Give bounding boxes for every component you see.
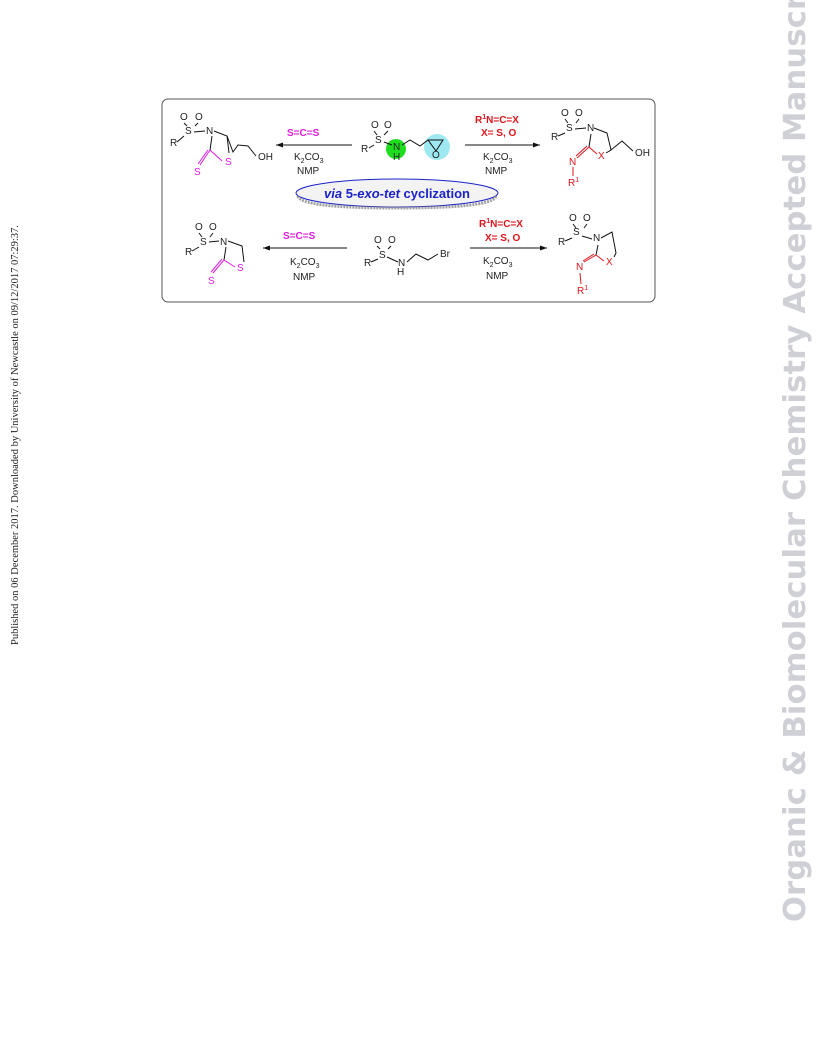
base-k2co3-bottom-right: K2CO3 [483, 256, 513, 269]
atom-n-imine: N [569, 157, 576, 168]
atom-o: O [583, 213, 591, 224]
atom-x: X [606, 257, 613, 268]
base-k2co3-bottom-left: K2CO3 [290, 257, 320, 270]
atom-br: Br [440, 249, 451, 260]
atom-oh: OH [635, 148, 650, 159]
atom-s: S [566, 123, 573, 134]
atom-s: S [200, 237, 207, 248]
atom-o: O [569, 213, 577, 224]
atom-n: N [398, 258, 405, 269]
atom-r1: R1 [577, 285, 588, 297]
atom-s: S [375, 135, 382, 146]
atom-s: S [573, 227, 580, 238]
atom-s: S [185, 126, 192, 137]
x-definition-bottom: X= S, O [485, 233, 521, 244]
nucleophile-highlight [386, 139, 406, 159]
atom-r1: R1 [568, 177, 579, 189]
atom-s-ring: S [237, 263, 244, 274]
banner-text: via 5-exo-tet cyclization [324, 186, 470, 201]
reagent-cs2-top: S=C=S [287, 128, 320, 139]
reagent-isocyanate-top: R1N=C=X [475, 114, 519, 126]
atom-o: O [371, 120, 379, 131]
solvent-nmp: NMP [297, 166, 320, 177]
atom-s-ring: S [225, 157, 232, 168]
atom-o: O [561, 108, 569, 119]
product-thione: O O S R N S S [185, 222, 245, 287]
atom-s: S [379, 250, 386, 261]
epoxide-sulfonamide: O O S R N H O [361, 120, 450, 163]
atom-o: O [388, 235, 396, 246]
atom-r: R [361, 144, 368, 155]
atom-n: N [587, 123, 594, 134]
product-imino: O O S R N X N R1 [558, 213, 617, 297]
atom-n: N [220, 237, 227, 248]
cyclization-banner: via 5-exo-tet cyclization [295, 178, 499, 210]
atom-o: O [180, 112, 188, 123]
atom-o: O [209, 222, 217, 233]
solvent-nmp: NMP [485, 166, 508, 177]
reagent-isocyanate-bottom: R1N=C=X [479, 218, 523, 230]
atom-r: R [558, 237, 565, 248]
atom-r: R [551, 132, 558, 143]
atom-o: O [432, 150, 440, 161]
atom-oh: OH [258, 152, 273, 163]
atom-s-thione: S [208, 276, 215, 287]
arrowhead [533, 142, 540, 148]
product-imino-hydroxymethyl: O O S R N X N R1 OH [551, 108, 650, 189]
atom-r: R [364, 258, 371, 269]
atom-n: N [393, 142, 400, 153]
banner-oval [295, 178, 499, 208]
arrowhead [263, 245, 270, 251]
arrowhead [540, 245, 547, 251]
product-thione-hydroxymethyl: O O S R N S S OH [170, 112, 273, 178]
atom-h: H [397, 267, 404, 278]
atom-n: N [206, 126, 213, 137]
solvent-nmp: NMP [293, 272, 316, 283]
atom-o: O [195, 222, 203, 233]
atom-h: H [393, 152, 400, 163]
reagent-cs2-bottom: S=C=S [283, 231, 316, 242]
atom-n: N [593, 233, 600, 244]
base-k2co3-top-right: K2CO3 [483, 152, 513, 165]
atom-r: R [170, 138, 177, 149]
solvent-nmp: NMP [486, 271, 509, 282]
atom-o: O [195, 112, 203, 123]
atom-n-imine: N [576, 262, 583, 273]
x-definition-top: X= S, O [481, 128, 517, 139]
atom-s-thione: S [194, 167, 201, 178]
atom-r: R [185, 247, 192, 258]
atom-o: O [374, 235, 382, 246]
atom-o: O [575, 108, 583, 119]
atom-x: X [598, 151, 605, 162]
base-k2co3-top-left: K2CO3 [294, 152, 324, 165]
bromoethyl-sulfonamide: O O S R N H Br [364, 235, 451, 278]
atom-o: O [384, 120, 392, 131]
arrowhead [276, 142, 283, 148]
